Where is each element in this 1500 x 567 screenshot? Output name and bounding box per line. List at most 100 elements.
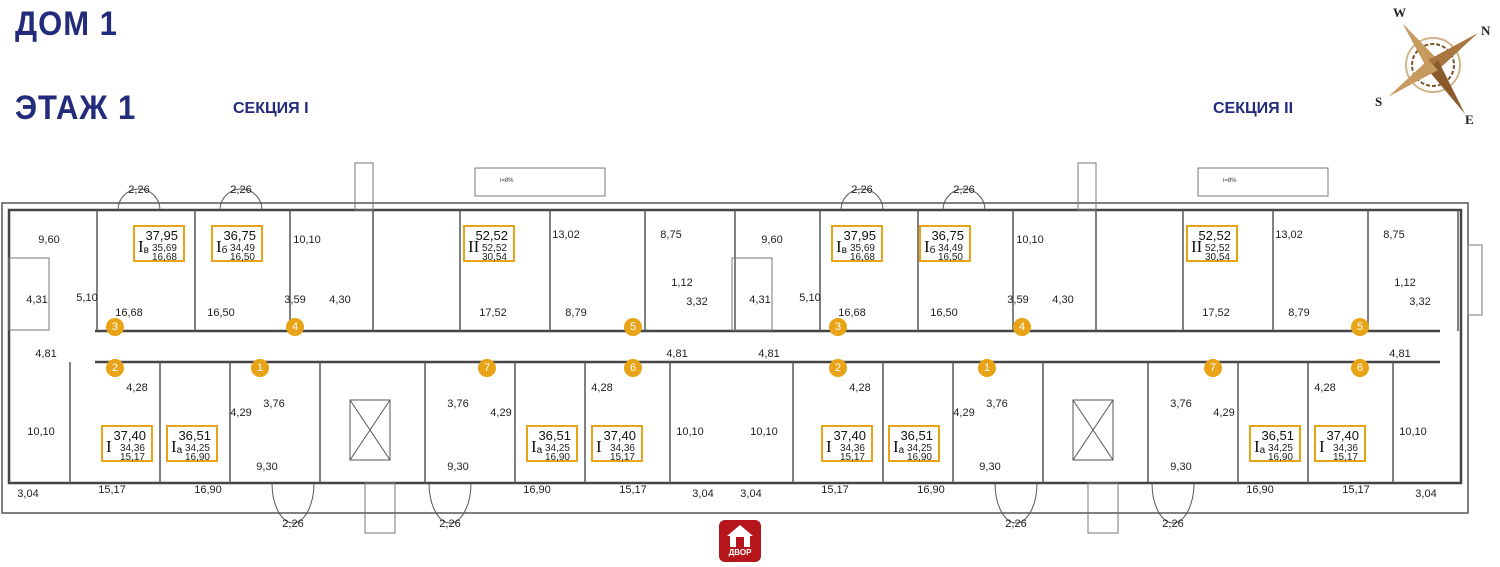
room-area: 4,28 <box>849 382 871 394</box>
apartment-card[interactable]: 37,40 I 34,36 15,17 <box>591 425 643 463</box>
room-area: 4,28 <box>591 382 613 394</box>
room-area: 16,50 <box>930 307 958 319</box>
total-area: 52,52 <box>475 228 508 243</box>
room-area: 1,12 <box>671 277 693 289</box>
room-area: 9,30 <box>256 461 278 473</box>
apartment-number[interactable]: 1 <box>251 359 269 377</box>
kitchen-area: 16,68 <box>849 252 875 263</box>
apartment-number[interactable]: 5 <box>624 318 642 336</box>
compass-n: N <box>1481 23 1491 38</box>
room-area: 2,26 <box>282 518 304 530</box>
kitchen-area: 16,90 <box>1267 452 1293 463</box>
kitchen-area: 15,17 <box>1332 452 1358 463</box>
living-area: 35,69 <box>151 243 177 254</box>
apartment-number[interactable]: 7 <box>1204 359 1222 377</box>
room-area: 2,26 <box>851 184 873 196</box>
apartment-card[interactable]: 37,95 Iв 35,69 16,68 <box>831 225 883 263</box>
apartment-number[interactable]: 2 <box>829 359 847 377</box>
total-area: 37,40 <box>113 428 146 443</box>
room-area: 3,04 <box>740 488 762 500</box>
building-outline <box>1 202 1469 514</box>
section-2-title: СЕКЦИЯ II <box>1213 100 1294 117</box>
apartment-type: I <box>596 437 602 456</box>
room-area: 15,17 <box>821 484 849 496</box>
apartment-type: I <box>1319 437 1325 456</box>
balcony-top <box>942 188 986 211</box>
room-area: 15,17 <box>619 484 647 496</box>
living-area: 34,25 <box>1267 443 1293 454</box>
apartment-number[interactable]: 7 <box>478 359 496 377</box>
apartment-number[interactable]: 5 <box>1351 318 1369 336</box>
room-area: 4,81 <box>35 348 57 360</box>
room-area: 3,59 <box>1007 294 1029 306</box>
apartment-card[interactable]: 36,51 Iа 34,25 16,90 <box>888 425 940 463</box>
living-area: 52,52 <box>1204 243 1230 254</box>
living-area: 34,25 <box>184 443 210 454</box>
room-area: 5,10 <box>76 292 98 304</box>
total-area: 36,75 <box>931 228 964 243</box>
apartment-card[interactable]: 36,51 Iа 34,25 16,90 <box>1249 425 1301 463</box>
apartment-number[interactable]: 3 <box>829 318 847 336</box>
apartment-card[interactable]: 36,75 Iб 34,49 16,50 <box>211 225 263 263</box>
total-area: 36,51 <box>1261 428 1294 443</box>
room-area: 2,26 <box>1162 518 1184 530</box>
kitchen-area: 15,17 <box>119 452 145 463</box>
total-area: 37,95 <box>145 228 178 243</box>
side-stairs <box>1467 244 1483 316</box>
apartment-card[interactable]: 36,75 Iб 34,49 16,50 <box>919 225 971 263</box>
room-area: 8,79 <box>565 307 587 319</box>
room-area: 4,81 <box>666 348 688 360</box>
apartment-type: Iа <box>171 437 183 456</box>
apartment-number[interactable]: 3 <box>106 318 124 336</box>
living-area: 34,49 <box>937 243 963 254</box>
apartment-card[interactable]: 36,51 Iа 34,25 16,90 <box>166 425 218 463</box>
bathroom-wall <box>8 257 50 331</box>
room-area: 10,10 <box>1016 234 1044 246</box>
apartment-type: Iа <box>1254 437 1266 456</box>
stair-exit <box>364 482 396 534</box>
compass-icon: W N S E <box>1375 5 1491 127</box>
apartment-card[interactable]: 36,51 Iа 34,25 16,90 <box>526 425 578 463</box>
apartment-type: II <box>1191 237 1203 256</box>
total-area: 37,40 <box>1326 428 1359 443</box>
kitchen-area: 16,50 <box>229 252 255 263</box>
balcony-top <box>840 188 884 211</box>
kitchen-area: 16,50 <box>937 252 963 263</box>
living-area: 35,69 <box>849 243 875 254</box>
apartment-card[interactable]: 37,40 I 34,36 15,17 <box>821 425 873 463</box>
apartment-number[interactable]: 4 <box>1013 318 1031 336</box>
room-area: 4,30 <box>329 294 351 306</box>
apartment-type: Iа <box>893 437 905 456</box>
apartment-number[interactable]: 4 <box>286 318 304 336</box>
total-area: 37,40 <box>603 428 636 443</box>
apartment-card[interactable]: 37,40 I 34,36 15,17 <box>101 425 153 463</box>
total-area: 36,51 <box>900 428 933 443</box>
room-area: 17,52 <box>479 307 507 319</box>
apartment-card[interactable]: 52,52 II 52,52 30,54 <box>1186 225 1238 263</box>
total-area: 36,51 <box>178 428 211 443</box>
apartment-number[interactable]: 6 <box>1351 359 1369 377</box>
floor-title: ЭТАЖ 1 <box>15 88 137 127</box>
wall <box>349 399 391 461</box>
house-title: ДОМ 1 <box>15 4 118 43</box>
apartment-type: Iа <box>531 437 543 456</box>
apartment-number[interactable]: 2 <box>106 359 124 377</box>
room-area: 4,81 <box>1389 348 1411 360</box>
room-area: 3,32 <box>686 296 708 308</box>
kitchen-area: 16,90 <box>184 452 210 463</box>
room-area: 8,75 <box>1383 229 1405 241</box>
kitchen-area: 30,54 <box>481 252 507 263</box>
yard-button[interactable]: ДВОР <box>719 520 761 562</box>
apartment-number[interactable]: 1 <box>978 359 996 377</box>
kitchen-area: 16,90 <box>544 452 570 463</box>
apartment-number[interactable]: 6 <box>624 359 642 377</box>
room-area: 16,68 <box>838 307 866 319</box>
room-area: 10,10 <box>293 234 321 246</box>
kitchen-area: 16,90 <box>906 452 932 463</box>
kitchen-area: 15,17 <box>609 452 635 463</box>
apartment-card[interactable]: 37,40 I 34,36 15,17 <box>1314 425 1366 463</box>
room-area: 3,76 <box>447 398 469 410</box>
apartment-card[interactable]: 52,52 II 52,52 30,54 <box>463 225 515 263</box>
apartment-card[interactable]: 37,95 Iв 35,69 16,68 <box>133 225 185 263</box>
